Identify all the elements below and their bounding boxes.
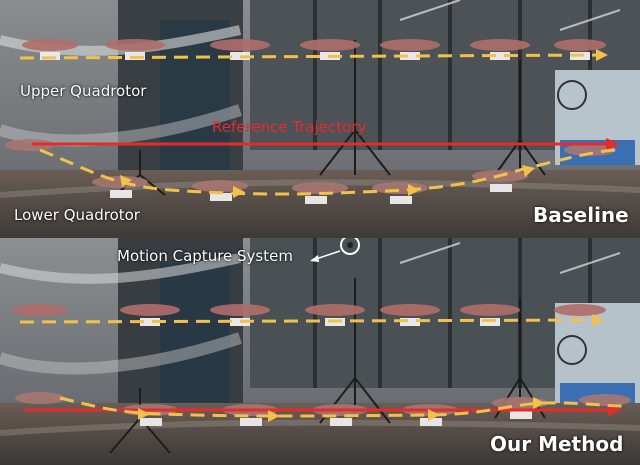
arrow-icon [533,397,545,409]
reference-trajectory-label: Reference Trajectory [212,118,367,136]
our-method-trajectory-overlay [19,238,626,422]
lower-quadrotor-label: Lower Quadrotor [14,206,140,224]
camera-icon [347,242,353,248]
upper-trajectory-path [19,318,601,324]
our-method-panel: Motion Capture System Our Method [0,238,640,465]
arrow-icon [233,186,245,198]
upper-trajectory-path [19,53,606,60]
baseline-scene [0,0,640,238]
motion-capture-label: Motion Capture System [117,247,293,265]
arrow-icon [592,314,604,326]
arrow-icon [138,408,150,420]
arrow-icon [428,409,440,421]
arrow-icon [310,255,319,262]
baseline-trajectory-overlay [19,49,620,198]
baseline-label: Baseline [533,203,629,227]
arrow-icon [606,138,620,150]
arrow-icon [268,410,280,422]
arrow-icon [120,175,132,187]
arrow-icon [596,49,608,61]
baseline-panel: Upper Quadrotor Reference Trajectory Low… [0,0,640,238]
motion-capture-circle-icon [340,238,360,255]
arrow-icon [408,184,420,196]
lower-trajectory-path [59,396,626,418]
arrow-icon [522,165,535,177]
our-method-label: Our Method [490,432,624,456]
upper-quadrotor-label: Upper Quadrotor [20,82,147,100]
